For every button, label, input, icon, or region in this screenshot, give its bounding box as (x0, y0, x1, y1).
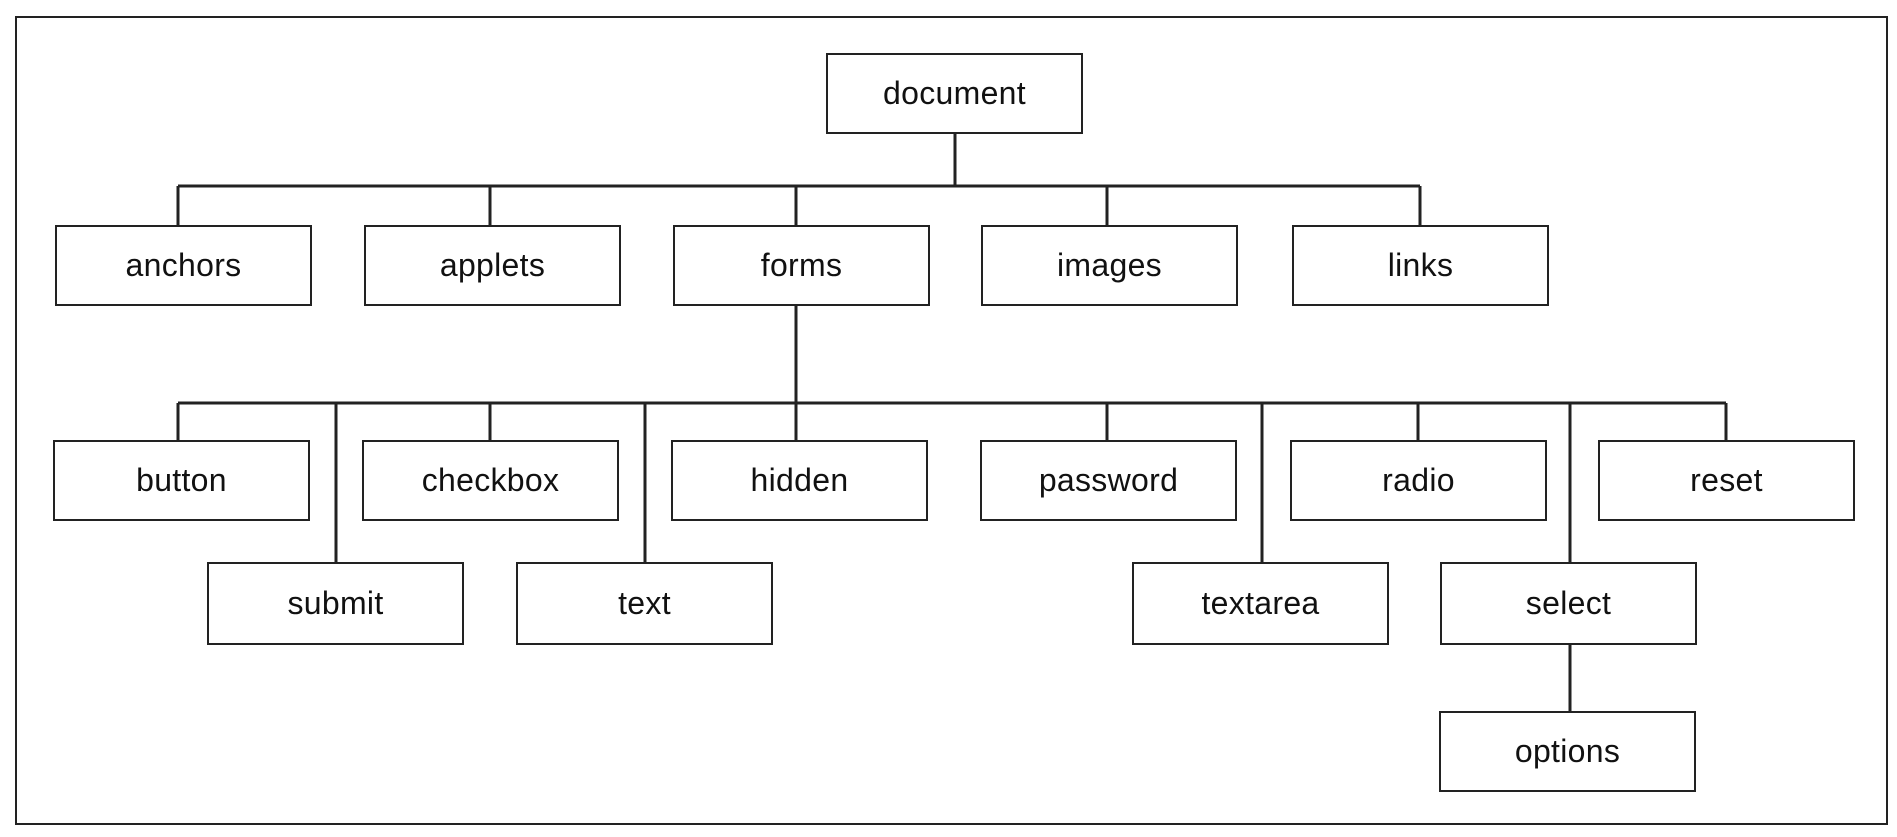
node-applets: applets (364, 225, 621, 306)
node-text: text (516, 562, 773, 645)
node-hidden: hidden (671, 440, 928, 521)
diagram-frame (15, 16, 1888, 825)
node-images: images (981, 225, 1238, 306)
node-submit: submit (207, 562, 464, 645)
node-forms: forms (673, 225, 930, 306)
node-checkbox: checkbox (362, 440, 619, 521)
node-button: button (53, 440, 310, 521)
node-radio: radio (1290, 440, 1547, 521)
node-document: document (826, 53, 1083, 134)
node-select: select (1440, 562, 1697, 645)
node-password: password (980, 440, 1237, 521)
node-links: links (1292, 225, 1549, 306)
node-reset: reset (1598, 440, 1855, 521)
node-options: options (1439, 711, 1696, 792)
node-textarea: textarea (1132, 562, 1389, 645)
node-anchors: anchors (55, 225, 312, 306)
